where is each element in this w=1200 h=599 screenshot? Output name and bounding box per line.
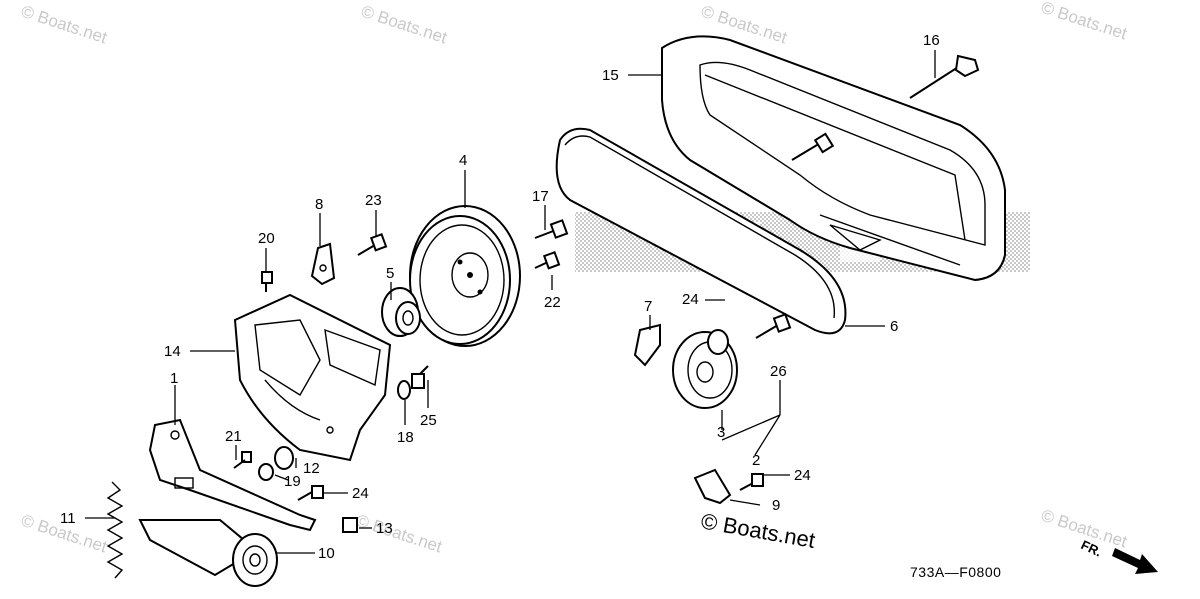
callout-20: 20 bbox=[258, 230, 275, 247]
callout-6: 6 bbox=[890, 318, 898, 335]
site-mark: © Boats.net bbox=[699, 508, 817, 553]
callout-1: 1 bbox=[170, 370, 178, 387]
return-spring bbox=[106, 481, 124, 579]
callout-11: 11 bbox=[60, 510, 76, 527]
callout-24-bottom-left: 24 bbox=[352, 485, 369, 502]
callout-5: 5 bbox=[386, 265, 394, 282]
callout-8: 8 bbox=[315, 196, 323, 213]
callout-3: 3 bbox=[717, 424, 725, 441]
callout-17: 17 bbox=[532, 188, 549, 205]
callout-14: 14 bbox=[164, 343, 181, 360]
callout-21: 21 bbox=[225, 428, 242, 445]
figure-reference: 733A—F0800 bbox=[910, 564, 1001, 580]
callouts: 1 2 3 4 5 6 7 8 9 10 11 12 13 14 15 16 1… bbox=[60, 32, 940, 562]
callout-9: 9 bbox=[772, 497, 780, 514]
leader-lines bbox=[85, 50, 936, 554]
watermark-bottom-center: © Boats.net bbox=[354, 511, 445, 557]
callout-25: 25 bbox=[420, 412, 437, 429]
callout-26: 26 bbox=[770, 363, 787, 380]
watermark-top-left: © Boats.net bbox=[19, 2, 110, 48]
drive-belt bbox=[555, 127, 847, 335]
bracket-small bbox=[310, 242, 336, 286]
bracket-9 bbox=[693, 468, 764, 505]
callout-23: 23 bbox=[365, 192, 382, 209]
callout-7: 7 bbox=[644, 298, 652, 315]
callout-10: 10 bbox=[318, 545, 335, 562]
callout-24-top: 24 bbox=[682, 291, 699, 308]
watermark-top-center: © Boats.net bbox=[359, 2, 450, 48]
belt-cover bbox=[661, 35, 1006, 282]
callout-15: 15 bbox=[602, 67, 619, 84]
washer-bolt-18-25 bbox=[397, 365, 429, 400]
small-hardware bbox=[233, 446, 358, 533]
callout-19: 19 bbox=[284, 473, 301, 490]
large-pulley bbox=[409, 205, 521, 347]
mounting-plate bbox=[233, 293, 392, 462]
tension-arm bbox=[148, 418, 317, 532]
callout-18: 18 bbox=[397, 429, 414, 446]
callout-22: 22 bbox=[544, 294, 561, 311]
callout-4: 4 bbox=[459, 152, 467, 169]
callout-12: 12 bbox=[303, 460, 320, 477]
bolts-upper bbox=[261, 219, 569, 292]
idler-assembly bbox=[138, 519, 278, 587]
callout-24-bottom-right: 24 bbox=[794, 467, 811, 484]
callout-2: 2 bbox=[752, 452, 760, 469]
callout-13: 13 bbox=[376, 520, 393, 537]
watermark-top-right: © Boats.net bbox=[1039, 0, 1130, 43]
callout-16: 16 bbox=[923, 32, 940, 49]
cover-bolt bbox=[791, 54, 980, 161]
idler-pulley-right bbox=[633, 313, 792, 409]
